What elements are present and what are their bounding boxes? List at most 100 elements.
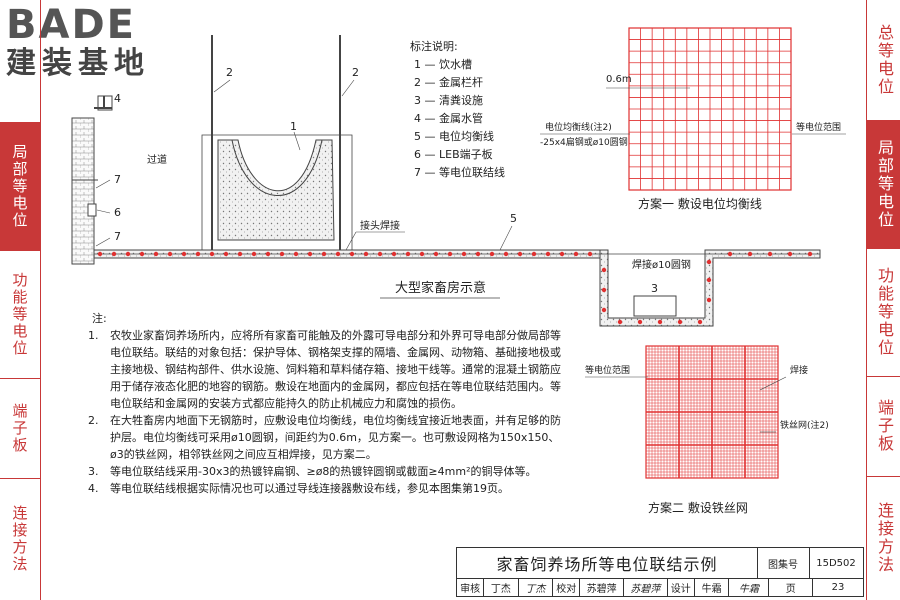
equipotential-dot: [545, 251, 551, 257]
equipotential-dot: [293, 251, 299, 257]
svg-text:7: 7: [114, 230, 121, 243]
equipotential-dot: [531, 251, 537, 257]
equipotential-dot: [335, 251, 341, 257]
equipotential-dot: [223, 251, 229, 257]
scheme2-mesh: [646, 346, 778, 478]
equipotential-dot: [475, 251, 481, 257]
note-item: 1. 农牧业家畜饲养场所内，应将所有家畜可能触及的外露可导电部分和外界可导电部分…: [88, 327, 568, 412]
legend-item: 3 — 清粪设施: [414, 93, 483, 107]
left-tab-label: 功能等电位: [10, 271, 29, 357]
right-tab-main-equipotential[interactable]: 总等电位: [867, 0, 900, 121]
atlas-label: 图集号: [757, 548, 810, 579]
note-number: 2.: [88, 414, 99, 427]
scheme2-caption: 方案二 敷设铁丝网: [648, 500, 748, 515]
equipotential-dots: [97, 251, 813, 325]
scheme1-range-label: 等电位范围: [796, 121, 841, 133]
title-block: 家畜饲养场所等电位联结示例 图集号 15D502 审核 丁杰 丁杰 校对 苏碧萍…: [456, 547, 864, 597]
note-text: 等电位联结线采用-30x3的热镀锌扁钢、≥ø8的热镀锌圆钢或截面≥4mm²的铜导…: [110, 465, 537, 478]
page-label: 页: [769, 578, 814, 596]
equipotential-dot: [321, 251, 327, 257]
equipotential-dot: [167, 251, 173, 257]
equipotential-dot: [517, 251, 523, 257]
right-tab-terminal-board[interactable]: 端子板: [867, 376, 900, 477]
legend-item: 7 — 等电位联结线: [414, 165, 505, 179]
checker-name: 苏碧萍: [580, 578, 625, 596]
left-tab-label: 局部等电位: [10, 143, 29, 229]
equipotential-dot: [601, 287, 607, 293]
equipotential-dot: [677, 319, 683, 325]
review-label: 审核: [457, 578, 485, 596]
svg-text:7: 7: [114, 173, 121, 186]
manure-equipment: [633, 295, 677, 317]
legend-item: 6 — LEB端子板: [414, 147, 493, 161]
equipotential-dot: [503, 251, 509, 257]
equipotential-dot: [391, 251, 397, 257]
weld-label: 接头焊接: [360, 219, 400, 232]
left-tab-label: 端子板: [10, 402, 29, 454]
scheme2-mesh-label: 铁丝网(注2): [780, 419, 829, 431]
svg-text:2: 2: [352, 66, 359, 79]
equipotential-dot: [433, 251, 439, 257]
equipotential-dot: [195, 251, 201, 257]
left-tab-terminal-board[interactable]: 端子板: [0, 378, 40, 479]
note-item: 3. 等电位联结线采用-30x3的热镀锌扁钢、≥ø8的热镀锌圆钢或截面≥4mm²…: [88, 463, 568, 480]
equipotential-dot: [697, 319, 703, 325]
notes-heading: 注:: [92, 312, 107, 325]
notes-section: 注: 1. 农牧业家畜饲养场所内，应将所有家畜可能触及的外露可导电部分和外界可导…: [88, 310, 568, 497]
equipotential-dot: [559, 251, 565, 257]
note-text: 农牧业家畜饲养场所内，应将所有家畜可能触及的外露可导电部分和外界可导电部分做局部…: [110, 329, 561, 410]
svg-text:3: 3: [651, 282, 658, 295]
brand-logo: BADE 建装基地: [6, 4, 176, 88]
logo-subtitle: 建装基地: [6, 46, 150, 81]
right-tab-label: 总等电位: [875, 24, 894, 96]
equipotential-dot: [489, 251, 495, 257]
equipotential-dot: [587, 251, 593, 257]
manure-trench: [599, 249, 821, 327]
left-sidebar: 局部等电位 功能等电位 端子板 连接方法: [0, 0, 41, 600]
scheme1-caption: 方案一 敷设电位均衡线: [638, 196, 762, 211]
scheme-two: 等电位范围 焊接 铁丝网(注2) 方案二 敷设铁丝网: [585, 345, 829, 515]
checker-signature: 苏碧萍: [624, 578, 668, 596]
note-item: 4. 等电位联结线根据实际情况也可以通过导线连接器敷设布线，参见本图集第19页。: [88, 480, 568, 497]
right-tab-label: 连接方法: [875, 502, 894, 574]
equipotential-dot: [573, 251, 579, 257]
scheme2-weld-label: 焊接: [790, 364, 808, 376]
left-tab-local-equipotential[interactable]: 局部等电位: [0, 122, 40, 251]
scheme1-spacing: 0.6m: [606, 74, 632, 85]
equipotential-dot: [461, 251, 467, 257]
main-drawing: 1 2 2 4 7 6 7 5 3 过道 接头焊接 焊接ø10圆钢 大型家畜房示…: [71, 35, 821, 327]
equipotential-dot: [111, 251, 117, 257]
right-tab-connection-method[interactable]: 连接方法: [867, 476, 900, 600]
reviewer-signature: 丁杰: [519, 578, 554, 596]
right-tab-local-equipotential[interactable]: 局部等电位: [867, 120, 900, 249]
designer-name: 牛霜: [695, 578, 730, 596]
svg-text:2: 2: [226, 66, 233, 79]
right-tab-label: 端子板: [875, 399, 894, 453]
equipotential-dot: [787, 251, 793, 257]
equipotential-dot: [377, 251, 383, 257]
logo-brand: BADE: [6, 2, 136, 48]
main-caption: 大型家畜房示意: [395, 280, 486, 296]
title-block-signatures: 审核 丁杰 丁杰 校对 苏碧萍 苏碧萍 设计 牛霜 牛霜 页 23: [457, 578, 863, 596]
atlas-number: 15D502: [809, 548, 863, 579]
equipotential-dot: [237, 251, 243, 257]
equipotential-dot: [807, 251, 813, 257]
steel-label: 焊接ø10圆钢: [632, 258, 691, 271]
left-tab-connection-method[interactable]: 连接方法: [0, 478, 40, 600]
legend-item: 4 — 金属水管: [414, 111, 483, 125]
equipotential-dot: [265, 251, 271, 257]
equipotential-dot: [349, 251, 355, 257]
equipotential-dot: [307, 251, 313, 257]
equipotential-dot: [405, 251, 411, 257]
water-trough: [217, 139, 335, 241]
page-number: 23: [831, 581, 845, 593]
equipotential-dot: [601, 307, 607, 313]
equipotential-dot: [637, 319, 643, 325]
scheme2-range-label: 等电位范围: [585, 364, 630, 376]
right-tab-functional-equipotential[interactable]: 功能等电位: [867, 248, 900, 377]
legend-item: 1 — 饮水槽: [414, 58, 472, 71]
equipotential-dot: [727, 251, 733, 257]
left-tab-functional-equipotential[interactable]: 功能等电位: [0, 250, 40, 379]
equipotential-dot: [125, 251, 131, 257]
